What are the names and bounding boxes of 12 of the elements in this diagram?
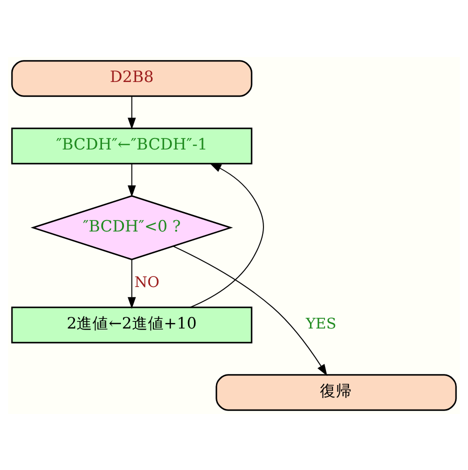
edge-label: NO <box>134 273 160 290</box>
arrow <box>128 258 136 308</box>
node-box: 2進値←2進値+10 <box>11 306 252 343</box>
node-diamond: ″BCDH″<0 ? <box>30 194 233 260</box>
arrow <box>128 162 136 197</box>
node-box: ″BCDH″←″BCDH″-1 <box>11 127 252 164</box>
node-box: 復帰 <box>216 374 457 410</box>
node-box: D2B8 <box>11 60 252 96</box>
arrow <box>190 162 264 308</box>
edge-label: YES <box>306 314 336 332</box>
arrow <box>128 95 136 129</box>
arrow <box>172 245 328 376</box>
